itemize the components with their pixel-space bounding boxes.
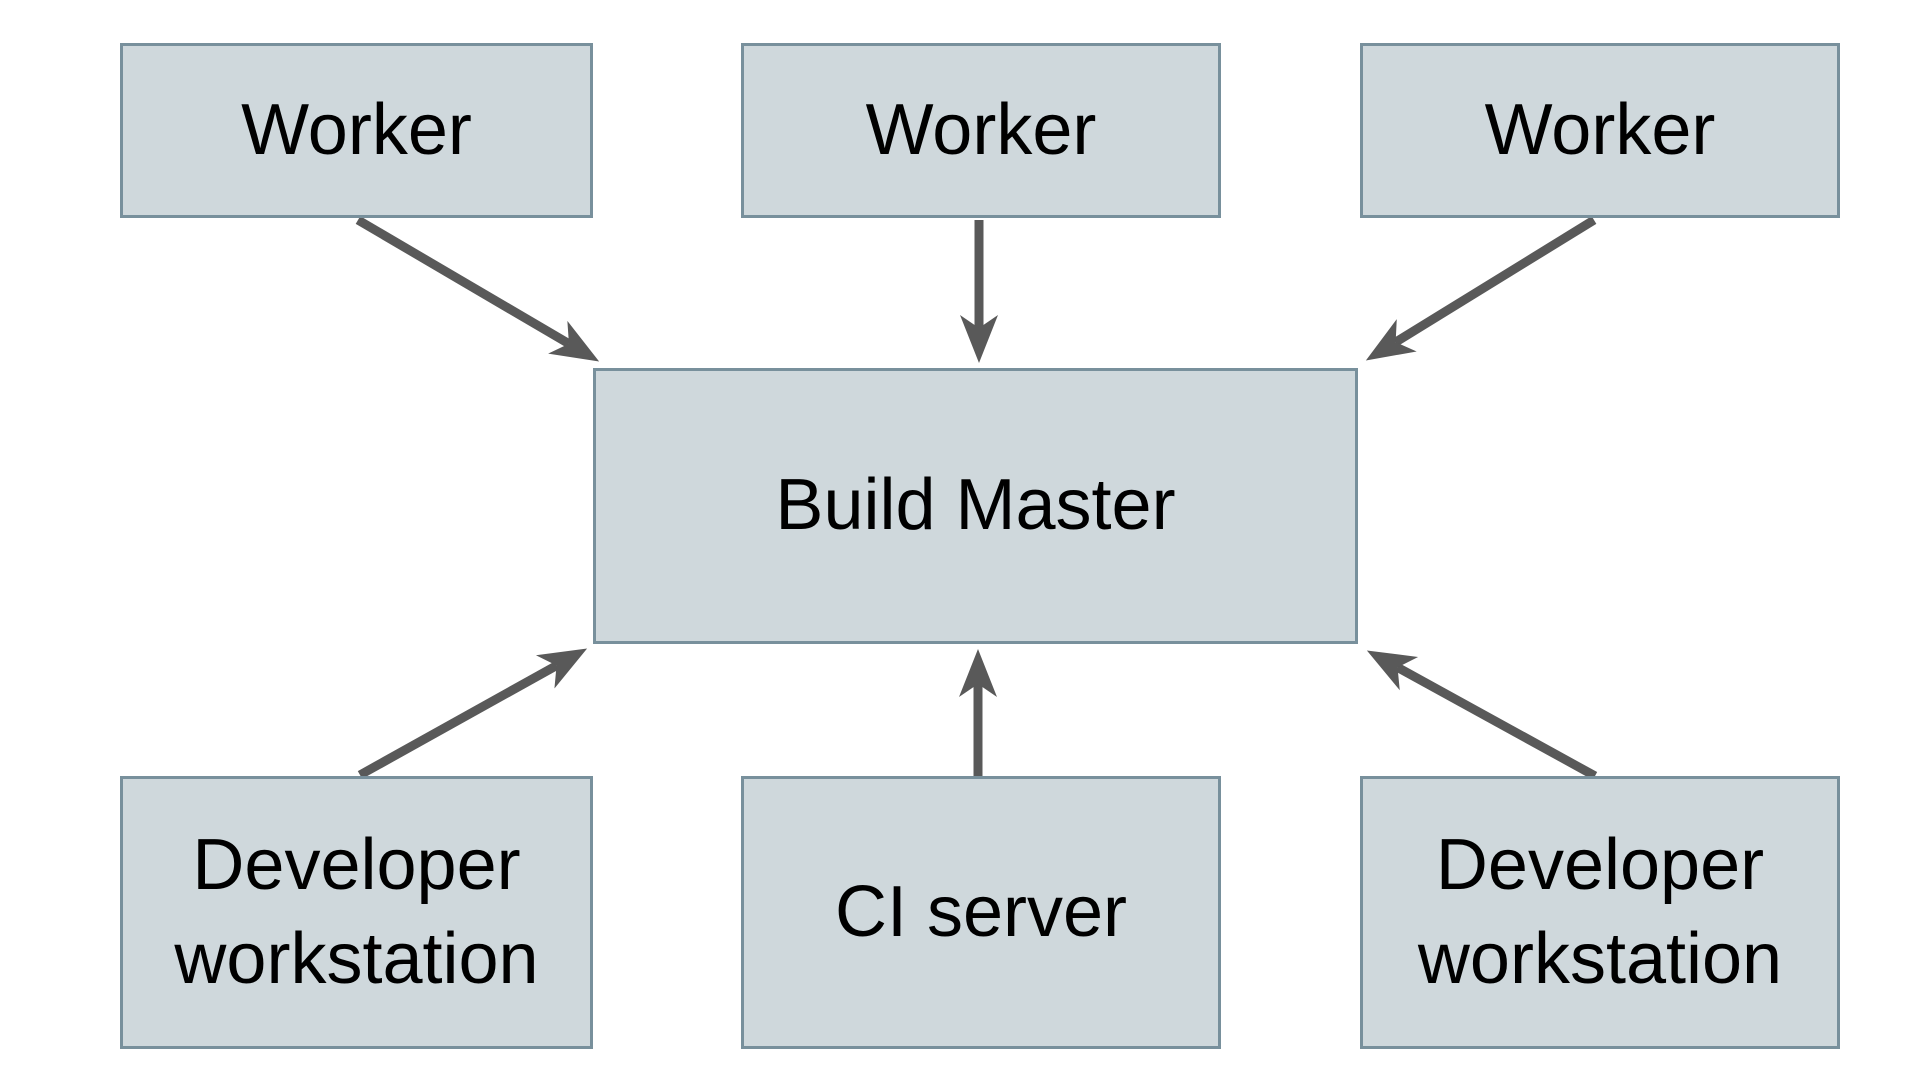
node-developer-workstation-left: Developer workstation <box>120 776 593 1049</box>
node-label: Worker <box>865 89 1097 170</box>
node-label: Build Master <box>775 465 1176 546</box>
arrow-developer-workstation-right-to-build-master <box>1366 650 1598 780</box>
node-ci-server: CI server <box>741 776 1221 1049</box>
node-label: Worker <box>1484 89 1716 170</box>
node-label: Developer workstation <box>174 824 539 999</box>
arrow-worker-3-to-build-master <box>1365 216 1597 361</box>
node-label: Developer workstation <box>1417 824 1783 999</box>
node-worker-1: Worker <box>120 43 593 218</box>
arrow-worker-1-to-build-master <box>355 216 600 362</box>
node-label: Worker <box>241 89 472 170</box>
node-developer-workstation-right: Developer workstation <box>1360 776 1840 1049</box>
node-build-master: Build Master <box>593 368 1358 644</box>
node-label: CI server <box>834 871 1128 952</box>
node-worker-3: Worker <box>1360 43 1840 218</box>
node-worker-2: Worker <box>741 43 1221 218</box>
arrow-developer-workstation-left-to-build-master <box>357 648 588 779</box>
